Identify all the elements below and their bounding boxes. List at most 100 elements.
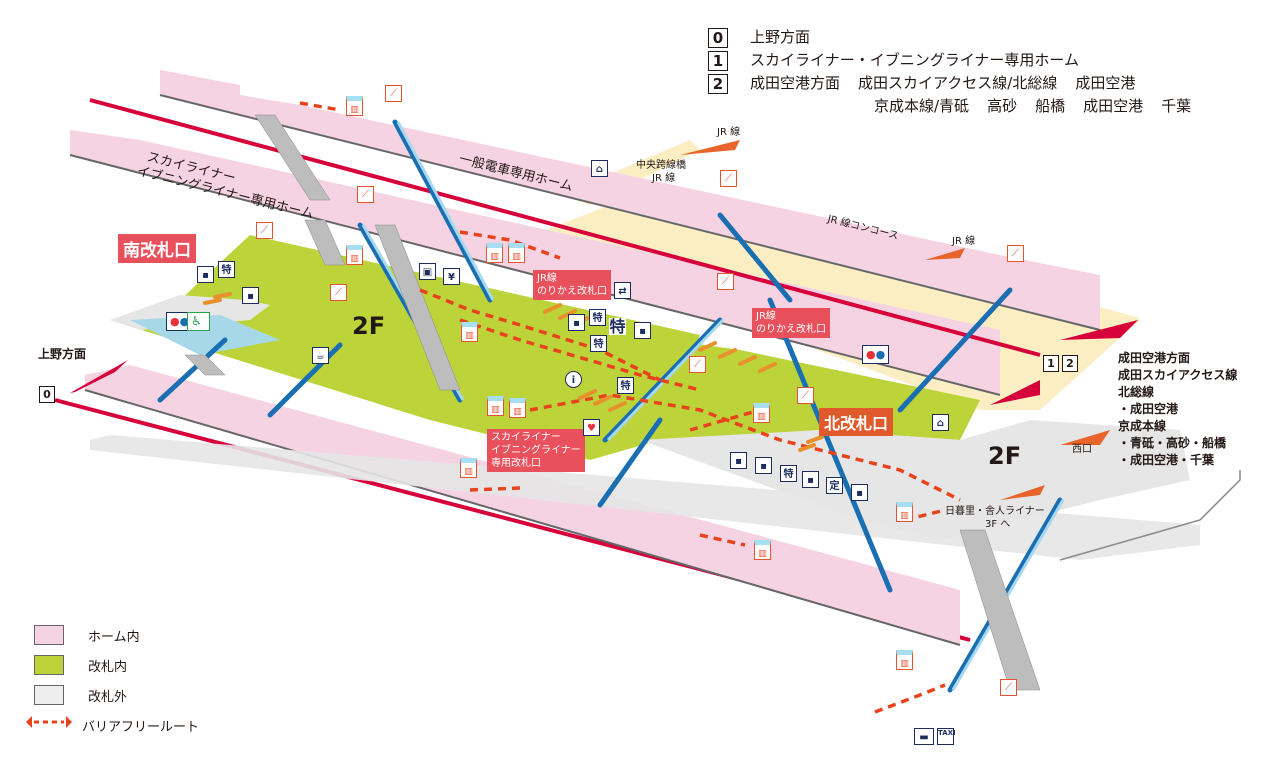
legend-label: 改札外 — [88, 689, 128, 705]
toilet-icon: ●● — [166, 312, 194, 331]
narita-line: 京成本線 — [1118, 419, 1167, 433]
ticket-office-icon: ▪ — [755, 457, 772, 474]
elevator-icon: ▥ — [461, 322, 478, 342]
west-exit-label: 西口 — [1072, 444, 1092, 455]
transfer-icon: ⇄ — [614, 282, 631, 299]
escalator-icon: ⟋ — [256, 222, 273, 239]
jr-transfer-gate-1: JR線 のりかえ改札口 — [533, 270, 611, 300]
escalator-icon: ⟋ — [385, 85, 402, 102]
platform-description: 上野方面 — [750, 28, 811, 46]
west-exit-arrow — [1060, 430, 1110, 445]
platform-line: 千葉 — [1161, 97, 1192, 115]
waiting-room-icon: ⌂ — [932, 414, 949, 431]
ticket-office-icon: ▪ — [197, 266, 214, 283]
platform-top — [160, 70, 1100, 330]
limited-express-ticket-icon: 特 — [780, 465, 797, 482]
aed-icon: ♥ — [583, 419, 600, 436]
skyliner-gate: スカイライナー イブニングライナー 専用改札口 — [487, 429, 585, 472]
walkway-curve — [1059, 470, 1241, 561]
station-staff-icon: ▪ — [730, 452, 747, 469]
platform-description: スカイライナー・イブニングライナー専用ホーム — [750, 51, 1079, 69]
legend-swatch-outside-gate — [34, 685, 64, 705]
floor-label-right: 2F — [988, 442, 1022, 470]
narita-line: ・成田空港 — [1118, 402, 1179, 416]
platform-description: 成田空港方面 — [750, 74, 841, 92]
elevator-icon: ▥ — [346, 245, 363, 265]
legend-top: 0 上野方面 1 スカイライナー・イブニングライナー専用ホーム 2 成田空港方面… — [708, 26, 1191, 118]
narita-line: ・成田空港・千葉 — [1118, 453, 1215, 467]
commuter-pass-icon: 定 — [826, 477, 843, 494]
narita-line: 成田スカイアクセス線 — [1118, 368, 1238, 382]
ticket-office-icon: ▪ — [634, 322, 651, 339]
platform-number: 2 — [708, 73, 728, 94]
jr-transfer-gate-1-line: JR線 — [537, 273, 557, 284]
limited-express-icon: 特 — [609, 317, 626, 336]
ticket-office-icon: ▪ — [802, 471, 819, 488]
chuo-bridge-label: 中央跨線橋 — [636, 160, 686, 171]
narita-line: 成田空港方面 — [1118, 351, 1191, 365]
platform-line: 成田スカイアクセス線/北総線 — [858, 74, 1058, 92]
platform-line: 成田空港 — [1075, 74, 1136, 92]
escalator-icon: ⟋ — [357, 186, 374, 203]
accessible-facilities-icon: ♿ — [187, 312, 210, 331]
legend-swatch-inside-gate — [34, 655, 64, 675]
escalator-icon: ⟋ — [720, 170, 737, 187]
legend-label: 改札内 — [88, 659, 128, 675]
waiting-room-icon: ⌂ — [591, 160, 608, 177]
ueno-direction-arrow — [70, 360, 128, 393]
jr-transfer-gate-2: JR線 のりかえ改札口 — [752, 308, 830, 338]
platform-line: 成田空港 — [1083, 97, 1144, 115]
locker-icon: ▣ — [419, 263, 436, 280]
legend-barrier-free-arrow — [26, 716, 72, 728]
toilet-icon-north: ●● — [862, 345, 890, 364]
jr-arrow-right — [925, 248, 965, 260]
narita-direction-arrow-upper — [1060, 320, 1138, 340]
platform-2-tag: 2 — [1062, 355, 1078, 372]
platform-line: 高砂 — [987, 97, 1018, 115]
skyliner-gate-line-2: イブニングライナー — [491, 445, 581, 456]
cafe-icon: ☕ — [312, 347, 329, 364]
limited-express-ticket-icon: 特 — [617, 377, 634, 394]
taxi-icon: TAXI — [937, 728, 956, 745]
platform-0-tag: 0 — [39, 386, 55, 403]
nippori-liner-label: 日暮里・舎人ライナー — [945, 506, 1045, 517]
legend-swatch-platform — [34, 625, 64, 645]
limited-express-ticket-icon: 特 — [589, 309, 606, 326]
jr-arrow-top — [680, 140, 740, 155]
info-icon: i — [565, 371, 582, 388]
legend-item-inside-gate: 改札内 — [32, 650, 199, 680]
legend-label: ホーム内 — [88, 629, 140, 645]
legend-label: バリアフリールート — [82, 719, 200, 735]
jr-line-right-label: JR 線 — [952, 236, 976, 247]
legend-item-outside-gate: 改札外 — [32, 680, 199, 710]
limited-express-ticket-icon: 特 — [590, 335, 607, 352]
escalator-icon: ⟋ — [330, 284, 347, 301]
skyliner-gate-line-1: スカイライナー — [491, 432, 561, 443]
narita-direction-label: 成田空港方面 成田スカイアクセス線 北総線 ・成田空港 京成本線 ・青砥・高砂・… — [1118, 350, 1237, 469]
escalator-icon: ⟋ — [689, 356, 706, 373]
walkway-bottom — [90, 435, 1200, 560]
ticket-office-icon: ▪ — [242, 287, 259, 304]
escalator-icon: ⟋ — [797, 387, 814, 404]
narita-line: 北総線 — [1118, 385, 1155, 399]
elevator-icon: ▥ — [896, 502, 913, 522]
service-counter-icon: ▪ — [851, 484, 868, 501]
ticket-gates — [203, 292, 824, 452]
jr-transfer-gate-2-name: のりかえ改札口 — [756, 324, 826, 335]
floor-label-left: 2F — [352, 312, 386, 340]
platform-line: 船橋 — [1035, 97, 1066, 115]
ueno-direction-label: 上野方面 — [38, 347, 87, 361]
legend-row-2: 2 成田空港方面 成田スカイアクセス線/北総線 成田空港 — [708, 72, 1191, 95]
escalator-icon: ⟋ — [717, 273, 734, 290]
jr-transfer-gate-1-name: のりかえ改札口 — [537, 286, 607, 297]
legend-row-1: 1 スカイライナー・イブニングライナー専用ホーム — [708, 49, 1191, 72]
platform-number: 0 — [708, 27, 728, 48]
platform-top-edge — [159, 94, 1101, 331]
skyliner-gate-line-3: 専用改札口 — [491, 458, 541, 469]
elevator-icon: ▥ — [509, 398, 526, 418]
platform-bottom — [85, 365, 960, 645]
legend-row-2-sub: 京成本線/青砥 高砂 船橋 成田空港 千葉 — [708, 95, 1191, 118]
platform-line: 京成本線/青砥 — [874, 97, 970, 115]
elevator-icon: ▥ — [754, 540, 771, 560]
escalator-icon: ⟋ — [1007, 245, 1024, 262]
